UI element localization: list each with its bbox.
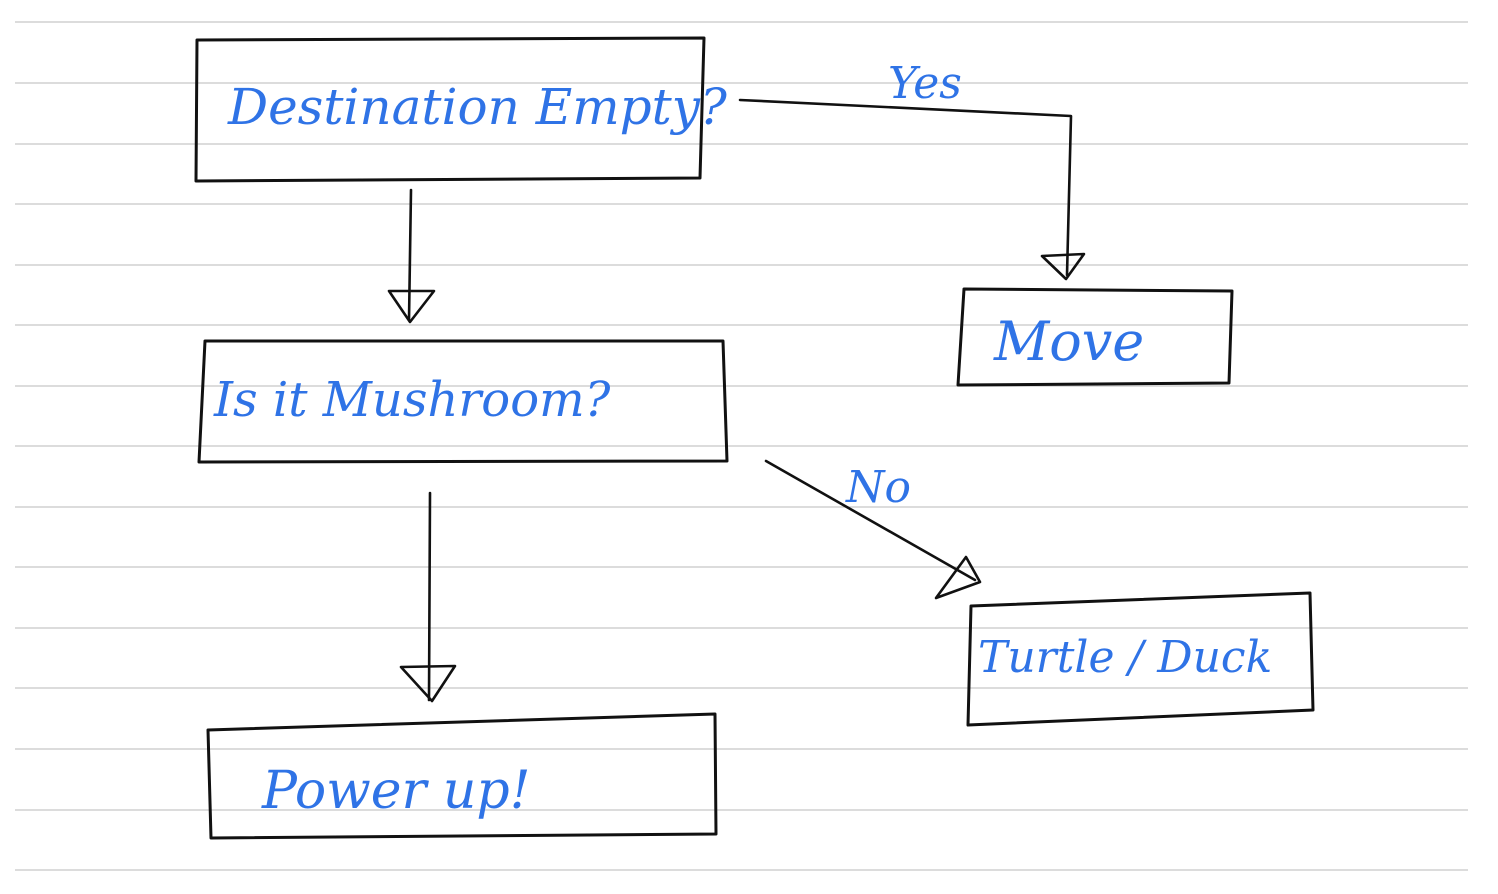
edge-no-to-turtle: No — [764, 459, 982, 600]
node-is-mushroom-label: Is it Mushroom? — [213, 372, 611, 428]
edge-no-label: No — [845, 462, 911, 513]
edge-to-power-up-line — [427, 491, 432, 702]
edge-yes-line — [738, 98, 1073, 277]
edge-yes-to-move: Yes — [738, 58, 1086, 281]
edge-to-power-up-arrowhead — [399, 664, 457, 703]
node-is-mushroom: Is it Mushroom? — [197, 339, 729, 464]
node-is-mushroom-box — [197, 339, 729, 464]
node-turtle-duck: Turtle / Duck — [966, 591, 1315, 727]
node-turtle-duck-label: Turtle / Duck — [978, 632, 1272, 683]
edge-no-line — [764, 459, 977, 582]
edge-no-arrowhead — [934, 555, 982, 600]
node-destination-empty: Destination Empty? — [194, 36, 728, 183]
node-power-up-label: Power up! — [261, 761, 531, 821]
node-power-up-box — [206, 712, 718, 840]
ruled-lines — [15, 21, 1468, 871]
node-move: Move — [956, 287, 1234, 387]
node-turtle-duck-box — [966, 591, 1315, 727]
node-move-label: Move — [993, 310, 1144, 373]
edge-to-mushroom-line — [407, 188, 413, 322]
node-move-box — [956, 287, 1234, 387]
edge-to-mushroom — [387, 188, 436, 324]
edge-yes-arrowhead — [1040, 252, 1086, 281]
edge-yes-label: Yes — [888, 58, 962, 109]
edge-to-mushroom-arrowhead — [387, 289, 436, 324]
edge-to-power-up — [399, 491, 457, 703]
node-destination-empty-box — [194, 36, 706, 183]
node-power-up: Power up! — [206, 712, 718, 840]
node-destination-empty-label: Destination Empty? — [227, 78, 728, 136]
